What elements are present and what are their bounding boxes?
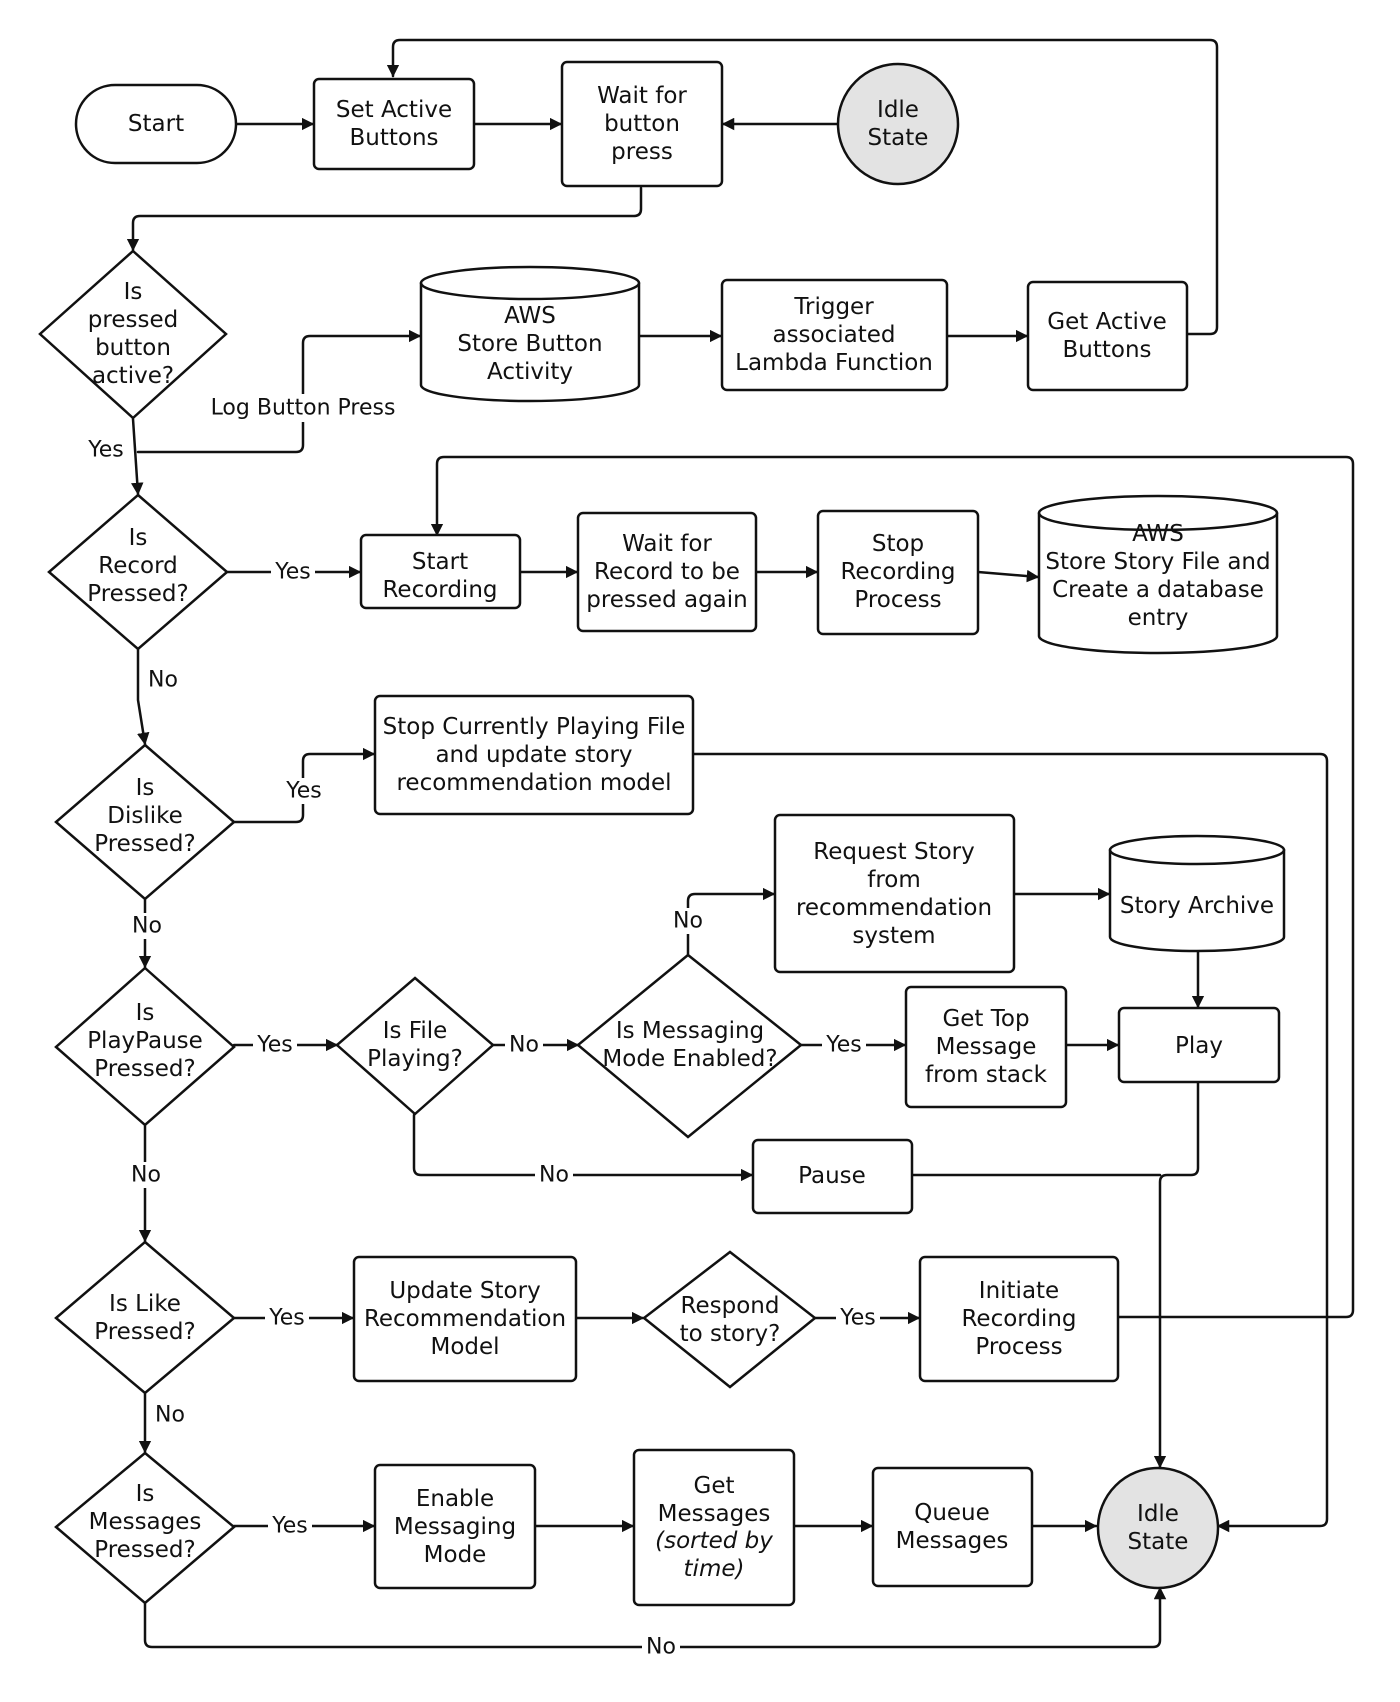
edge-initiate-loop-to-start-recording xyxy=(430,455,1355,1319)
label-messaging-yes: Yes xyxy=(825,1033,862,1058)
pause-label: Pause xyxy=(798,1163,866,1189)
story-archive-database-rim xyxy=(1108,848,1286,866)
label-active-yes: Yes xyxy=(87,438,124,463)
edge-messaging-no-to-request-story xyxy=(686,887,776,956)
is-playpause-pressed-decision[interactable] xyxy=(54,966,236,1127)
is-record-pressed-decision[interactable] xyxy=(47,493,229,651)
label-dislike-no: No xyxy=(132,914,162,939)
set-active-buttons-box[interactable] xyxy=(312,77,476,171)
idle-state-top-circle[interactable] xyxy=(836,62,960,186)
label-record-no: No xyxy=(148,668,178,693)
edge-labels: Log Button Press Yes Yes No Yes No Yes N… xyxy=(84,394,880,1660)
edge-stop-playing-to-idle-bottom xyxy=(691,752,1329,1533)
aws-store-button-activity-database[interactable] xyxy=(419,265,641,403)
label-messages-yes: Yes xyxy=(271,1514,308,1539)
request-story-box[interactable] xyxy=(773,813,1016,974)
edge-is-record-no-to-is-dislike xyxy=(136,648,150,746)
edge-is-active-yes-to-is-record xyxy=(131,417,144,496)
label-file-playing-no: No xyxy=(509,1033,539,1058)
update-story-model-box[interactable] xyxy=(352,1255,578,1383)
idle-state-bottom-circle[interactable] xyxy=(1096,1466,1220,1590)
initiate-recording-box[interactable] xyxy=(918,1255,1120,1383)
is-like-pressed-decision[interactable] xyxy=(54,1240,236,1395)
story-archive-label: Story Archive xyxy=(1120,893,1274,919)
is-pressed-button-active-decision[interactable] xyxy=(38,249,228,420)
aws-store-story-database[interactable] xyxy=(1037,494,1279,655)
enable-messaging-mode-box[interactable] xyxy=(373,1463,537,1590)
story-archive-database[interactable] xyxy=(1108,834,1286,953)
get-top-message-box[interactable] xyxy=(904,985,1068,1109)
is-dislike-pressed-decision[interactable] xyxy=(54,743,236,901)
label-like-yes: Yes xyxy=(268,1306,305,1331)
edge-play-to-idle-bottom xyxy=(1153,1081,1200,1469)
label-respond-yes: Yes xyxy=(839,1306,876,1331)
edge-get-active-loop-to-set-active xyxy=(386,38,1219,336)
get-active-buttons-box[interactable] xyxy=(1026,280,1189,392)
trigger-lambda-box[interactable] xyxy=(720,278,949,392)
label-playpause-no: No xyxy=(131,1163,161,1188)
aws-store-story-database-rim xyxy=(1037,511,1279,532)
label-like-no: No xyxy=(155,1403,185,1428)
get-messages-box[interactable] xyxy=(632,1448,796,1607)
label-messaging-no: No xyxy=(673,909,703,934)
label-record-yes: Yes xyxy=(274,560,311,585)
label-log-button-press: Log Button Press xyxy=(211,396,396,421)
edge-file-playing-yes-to-pause xyxy=(412,1113,754,1182)
edges xyxy=(126,38,1355,1649)
is-messaging-mode-enabled-decision[interactable] xyxy=(576,953,803,1139)
edge-wait-to-is-active xyxy=(126,186,643,252)
label-dislike-yes: Yes xyxy=(285,779,322,804)
respond-to-story-decision[interactable] xyxy=(641,1250,818,1389)
edge-stop-to-aws-story xyxy=(976,569,1040,583)
label-playpause-yes: Yes xyxy=(256,1033,293,1058)
pause-box[interactable] xyxy=(751,1138,914,1215)
start-terminal[interactable] xyxy=(74,83,238,165)
is-messages-pressed-decision[interactable] xyxy=(54,1451,236,1605)
play-label: Play xyxy=(1175,1033,1223,1059)
start-recording-box[interactable] xyxy=(359,533,522,610)
label-file-playing-no-pause: No xyxy=(539,1163,569,1188)
stop-currently-playing-box[interactable] xyxy=(373,694,695,816)
start-label: Start xyxy=(128,111,184,137)
stop-recording-process-box[interactable] xyxy=(816,509,980,636)
queue-messages-box[interactable] xyxy=(871,1466,1034,1588)
aws-store-button-activity-database-rim xyxy=(419,281,641,301)
play-box[interactable] xyxy=(1117,1006,1281,1084)
wait-for-record-box[interactable] xyxy=(576,511,758,633)
label-messages-no: No xyxy=(646,1635,676,1660)
is-file-playing-decision[interactable] xyxy=(335,976,495,1116)
wait-for-button-press-box[interactable] xyxy=(560,60,724,188)
